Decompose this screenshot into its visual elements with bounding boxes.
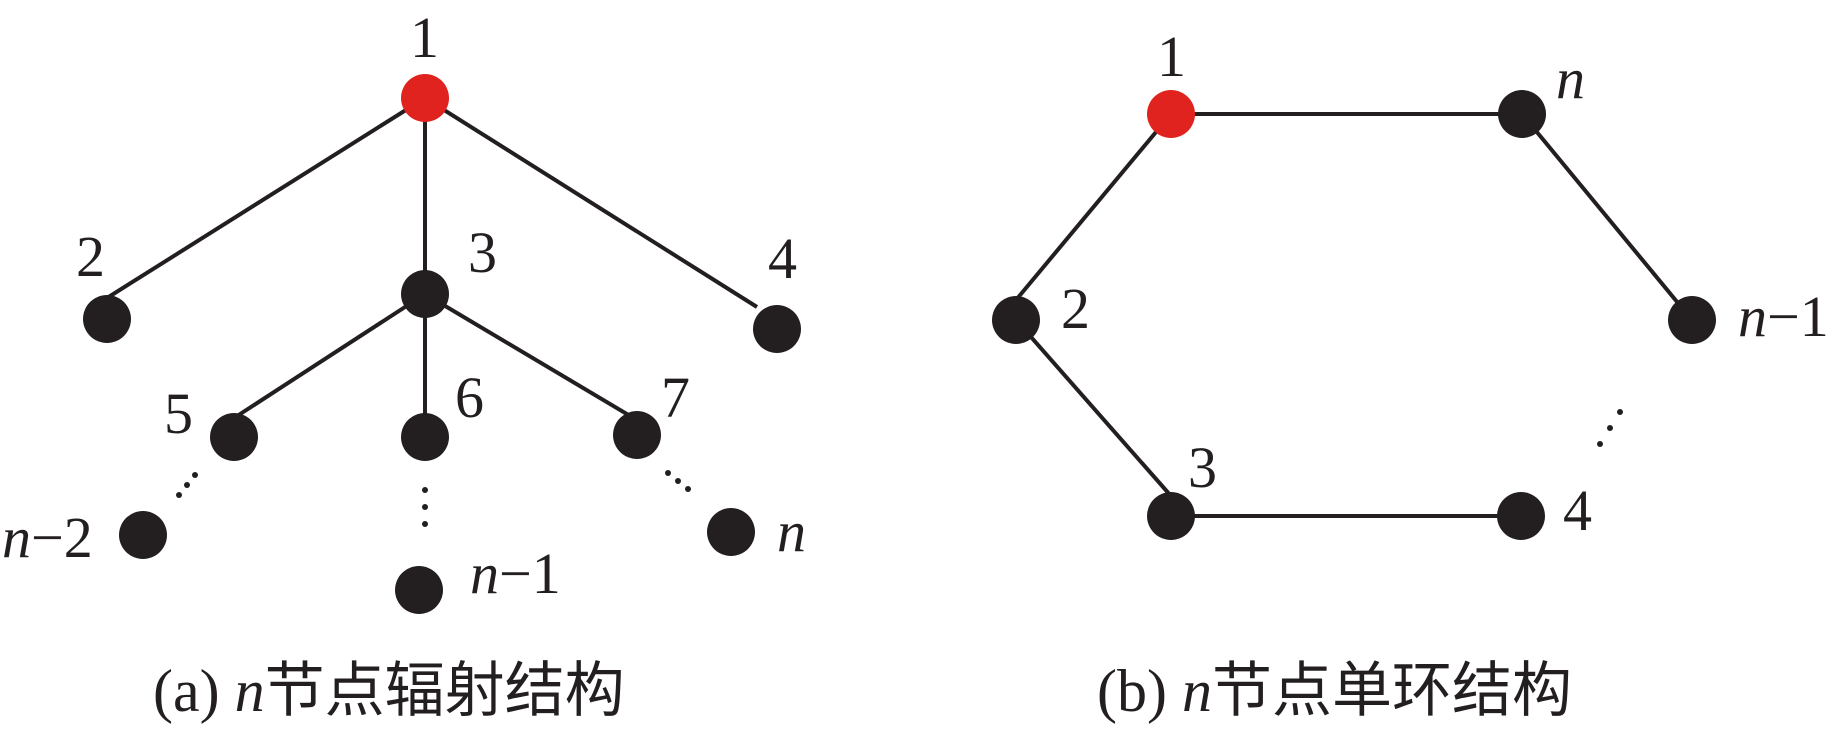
radial-label-7: 7 bbox=[661, 365, 690, 430]
ring-edge-n-n-minus-1 bbox=[1520, 112, 1694, 322]
radial-label-3: 3 bbox=[468, 220, 497, 285]
ring-node-n-minus-1 bbox=[1668, 296, 1716, 344]
ring-label-2: 2 bbox=[1061, 276, 1090, 341]
ring-node-1 bbox=[1147, 90, 1195, 138]
radial-label-4: 4 bbox=[768, 226, 797, 291]
ring-node-4 bbox=[1497, 492, 1545, 540]
radial-node-5 bbox=[210, 413, 258, 461]
radial-edge-3-5 bbox=[229, 292, 427, 422]
radial-node-n-minus-2 bbox=[119, 511, 167, 559]
ring-label-3: 3 bbox=[1188, 435, 1217, 500]
radial-node-1 bbox=[401, 74, 449, 122]
ring-edge-1-2 bbox=[1014, 112, 1173, 302]
ring-label-1: 1 bbox=[1157, 24, 1186, 89]
radial-node-n-minus-1 bbox=[395, 566, 443, 614]
radial-edge-3-7 bbox=[423, 292, 639, 422]
radial-label-5: 5 bbox=[164, 381, 193, 446]
radial-diagram: 1 2 3 4 5 6 7 n−2 n−1 n (a) n节点辐射结构 bbox=[2, 5, 806, 724]
radial-node-3 bbox=[401, 270, 449, 318]
ring-edge-2-3 bbox=[1014, 318, 1173, 498]
radial-label-2: 2 bbox=[76, 224, 105, 289]
radial-node-n bbox=[707, 508, 755, 556]
radial-node-2 bbox=[83, 295, 131, 343]
radial-ellipsis-center bbox=[422, 487, 428, 527]
ring-node-2 bbox=[992, 296, 1040, 344]
ring-node-3 bbox=[1147, 492, 1195, 540]
radial-label-6: 6 bbox=[455, 365, 484, 430]
radial-edge-1-4 bbox=[423, 96, 759, 309]
radial-label-1: 1 bbox=[410, 5, 439, 70]
ring-ellipsis bbox=[1597, 409, 1623, 447]
radial-ellipsis-right bbox=[665, 470, 691, 492]
radial-ellipsis-left bbox=[176, 472, 198, 498]
ring-node-n bbox=[1498, 90, 1546, 138]
radial-node-6 bbox=[401, 413, 449, 461]
radial-node-4 bbox=[753, 305, 801, 353]
radial-edge-1-2 bbox=[105, 96, 427, 300]
radial-caption: (a) n节点辐射结构 bbox=[153, 658, 625, 724]
ring-diagram: 1 n 2 n−1 3 4 (b) n节点单环结构 bbox=[992, 24, 1829, 724]
radial-node-7 bbox=[613, 411, 661, 459]
ring-caption: (b) n节点单环结构 bbox=[1097, 658, 1572, 724]
radial-label-n: n bbox=[777, 499, 806, 564]
ring-label-n-minus-1: n−1 bbox=[1738, 284, 1829, 349]
radial-label-n-minus-2: n−2 bbox=[2, 505, 93, 570]
ring-label-4: 4 bbox=[1563, 478, 1592, 543]
ring-label-n: n bbox=[1556, 46, 1585, 111]
radial-label-n-minus-1: n−1 bbox=[470, 541, 561, 606]
